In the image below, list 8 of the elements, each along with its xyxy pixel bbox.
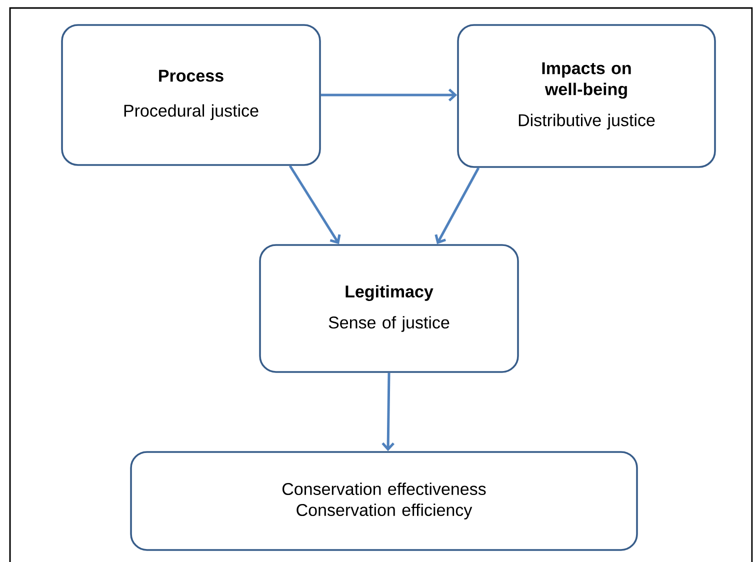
text-box: Legitimacy Sense of justice <box>259 244 519 373</box>
text-box: Process Procedural justice <box>61 24 321 166</box>
arrow <box>320 88 458 102</box>
text-box: Impacts on well-being Distributive justice <box>457 24 716 168</box>
text-box: Conservation effectiveness Conservation efficiency <box>130 451 638 551</box>
arrow <box>434 167 480 244</box>
arrow <box>382 372 394 452</box>
arrow <box>288 165 341 244</box>
